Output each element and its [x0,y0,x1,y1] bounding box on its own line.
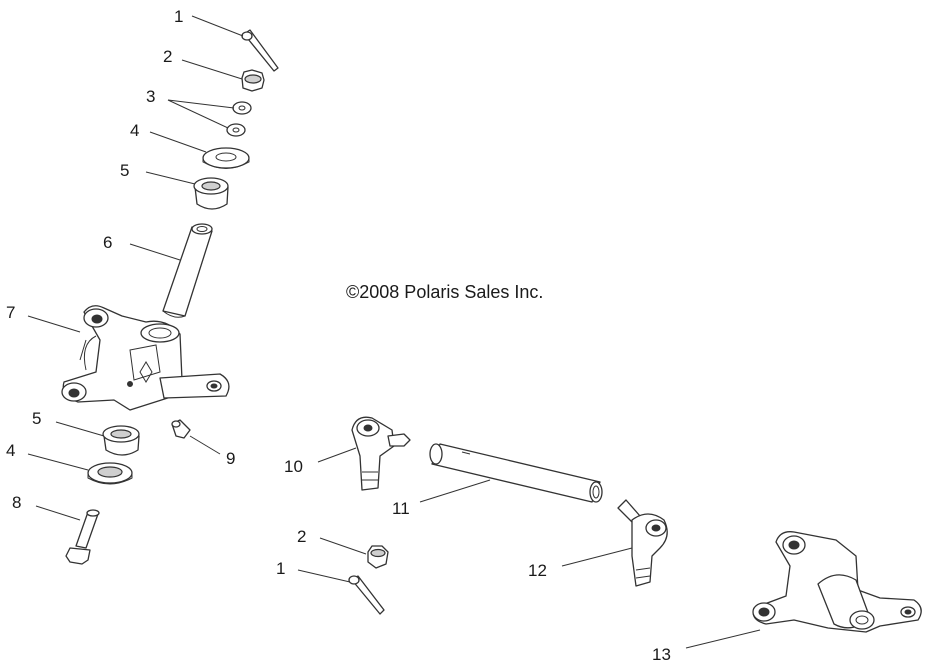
leader-5-top [145,171,196,185]
callout-13: 13 [652,645,671,664]
leader-13 [685,629,761,649]
callout-5-top: 5 [120,161,129,180]
leader-9 [189,435,221,455]
leader-1-top [191,15,244,37]
part-washers [226,101,252,137]
callout-11: 11 [392,499,410,518]
callout-3: 3 [146,87,155,106]
callout-5-bottom: 5 [32,409,41,428]
leader-12 [561,547,633,567]
leader-4-bottom [27,453,89,471]
leader-2-bottom [319,537,367,555]
leader-2-top [181,59,243,80]
part-steering-tube [162,223,213,318]
part-tie-rod-end-inner [351,416,411,491]
part-thrust-washer-bottom [87,462,133,485]
leader-5-bottom [55,421,105,437]
callout-2-bottom: 2 [297,527,306,546]
leader-3a [167,99,235,109]
callout-1-bottom: 1 [276,559,285,578]
part-tie-rod-tube [429,443,603,503]
part-spindle-knuckle [752,531,922,633]
part-castle-nut-top [241,69,265,92]
part-grease-fitting [171,419,191,439]
leader-10 [317,447,357,463]
leader-6 [129,243,181,261]
callout-4-top: 4 [130,121,139,140]
part-castle-nut-bottom [367,545,389,569]
leader-8 [35,505,81,521]
leader-7 [27,315,81,333]
part-cotter-pin-bottom [348,575,385,615]
callout-1-top: 1 [174,7,183,26]
leader-1-bottom [297,569,351,583]
part-thrust-washer-top [202,147,250,169]
copyright-text: ©2008 Polaris Sales Inc. [346,282,543,302]
callout-12: 12 [528,561,547,580]
part-bushing-top [193,177,229,210]
part-cotter-pin-top [241,29,279,72]
callout-7: 7 [6,303,15,322]
callout-6: 6 [103,233,112,252]
callout-4-bottom: 4 [6,441,15,460]
part-steering-arm [61,305,230,411]
leader-11 [419,479,491,503]
part-tie-rod-end-outer [617,499,668,587]
callout-10: 10 [284,457,303,476]
callout-9: 9 [226,449,235,468]
part-bushing-bottom [102,425,140,456]
leader-4-top [149,131,207,153]
part-bolt [65,509,100,565]
callout-2-top: 2 [163,47,172,66]
leader-3b [167,99,229,129]
callout-8: 8 [12,493,21,512]
